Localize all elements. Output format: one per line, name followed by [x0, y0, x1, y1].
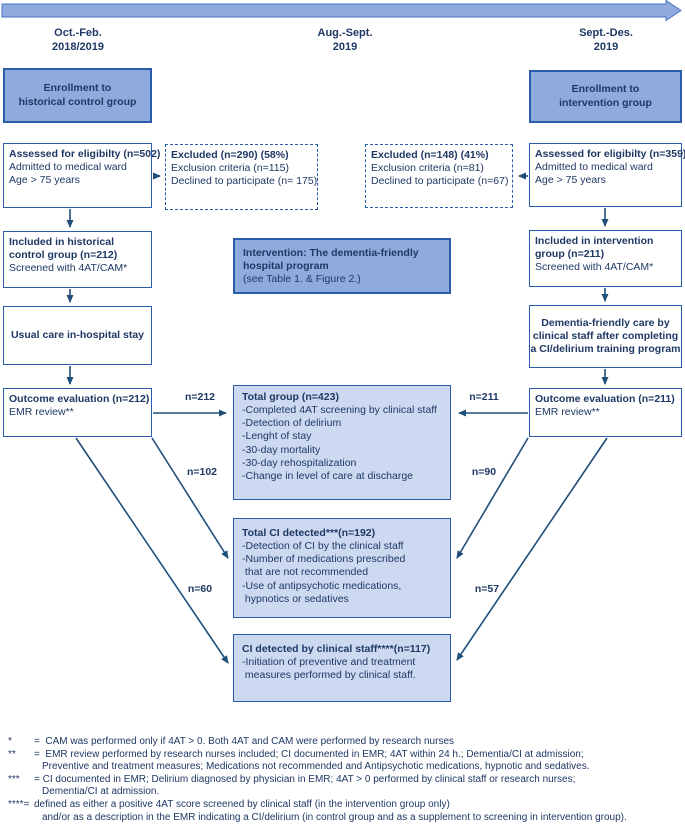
- flow-label-n60: n=60: [187, 583, 213, 595]
- box-line: -Use of antipsychotic medications,: [242, 579, 402, 592]
- box-included-historical: Included in historical control group (n=…: [3, 231, 152, 288]
- flow-label-n212: n=212: [184, 391, 216, 403]
- box-title: group (n=211): [535, 248, 605, 261]
- footnote-text: = CI documented in EMR; Delirium diagnos…: [34, 773, 576, 785]
- footnote-continuation: Preventive and treatment measures; Medic…: [42, 761, 590, 773]
- box-line: Enrollment to: [571, 83, 640, 96]
- timeline-label-line: 2019: [593, 41, 619, 54]
- box-outcome-historical: Outcome evaluation (n=212) EMR review**: [3, 388, 152, 437]
- box-title: Total CI detected***(n=192): [242, 527, 376, 539]
- box-line: -Number of medications prescribed: [242, 553, 406, 566]
- box-line: -30-day rehospitalization: [242, 456, 357, 469]
- box-line: Enrollment to: [43, 82, 112, 95]
- timeline-arrow: [1, 0, 682, 22]
- box-title: control group (n=212): [9, 249, 118, 262]
- box-line: -Lenght of stay: [242, 430, 312, 443]
- footnote-symbol: ***: [8, 773, 20, 785]
- box-line: -Initiation of preventive and treatment: [242, 656, 416, 669]
- box-total-ci-detected: Total CI detected***(n=192) -Detection o…: [233, 518, 451, 618]
- box-dementia-care: Dementia-friendly care by clinical staff…: [529, 305, 682, 368]
- box-assessed-historical: Assessed for eligibilty (n=502) Admitted…: [3, 143, 161, 208]
- box-ci-detected-clinical-staff: CI detected by clinical staff****(n=117)…: [233, 634, 451, 702]
- footnote-text: defined as either a positive 4AT score s…: [34, 798, 450, 810]
- box-line: -Detection of CI by the clinical staff: [242, 540, 404, 553]
- arrow-n90: [456, 437, 529, 559]
- footnote-symbol: *: [8, 736, 12, 747]
- box-title: Total group (n=423): [242, 391, 339, 403]
- flow-label-n90: n=90: [471, 466, 497, 478]
- box-line: clinical staff after completing: [532, 329, 679, 342]
- timeline-label-line: Sept.-Des.: [579, 27, 633, 39]
- box-included-intervention: Included in intervention group (n=211) S…: [529, 230, 682, 287]
- footnote-row: ** = EMR review performed by research nu…: [8, 749, 682, 762]
- footnotes: * = CAM was performed only if 4AT > 0. B…: [8, 736, 682, 824]
- footnote-text: = EMR review performed by research nurse…: [34, 748, 584, 760]
- footnote-symbol: **: [8, 748, 16, 760]
- box-title: Excluded (n=148) (41%): [371, 149, 489, 161]
- box-line: Dementia-friendly care by: [541, 316, 670, 329]
- timeline-label-control: Oct.-Feb. 2018/2019: [18, 26, 138, 55]
- timeline-label-line: Aug.-Sept.: [317, 27, 373, 39]
- box-line: Admitted to medical ward: [9, 161, 127, 174]
- box-excluded-intervention: Excluded (n=148) (41%) Exclusion criteri…: [365, 144, 513, 208]
- timeline-label-line: Oct.-Feb.: [54, 27, 102, 39]
- box-title: Included in intervention: [535, 235, 654, 247]
- box-line: historical control group: [18, 95, 137, 108]
- box-title: Excluded (n=290) (58%): [171, 149, 289, 161]
- flow-label-n211: n=211: [469, 391, 499, 403]
- box-line: Declined to participate (n= 175): [171, 175, 318, 188]
- box-line: EMR review**: [9, 406, 74, 419]
- box-title: Outcome evaluation (n=211): [535, 393, 675, 405]
- box-line: Admitted to medical ward: [535, 161, 653, 174]
- box-enrollment-historical: Enrollment to historical control group: [3, 68, 152, 123]
- box-line: a CI/delirium training program: [530, 343, 681, 356]
- timeline-label-line: 2018/2019: [52, 41, 104, 54]
- footnote-row: *** = CI documented in EMR; Delirium dia…: [8, 774, 682, 787]
- timeline-label-intervention: Sept.-Des. 2019: [546, 26, 666, 55]
- box-title: hospital program: [243, 260, 329, 273]
- footnote-row: * = CAM was performed only if 4AT > 0. B…: [8, 736, 682, 749]
- footnote-text: = CAM was performed only if 4AT > 0. Bot…: [34, 736, 454, 747]
- box-line: Declined to participate (n=67): [371, 175, 509, 188]
- footnote-continuation: Dementia/CI at admission.: [42, 786, 160, 798]
- footnote-continuation: and/or as a description in the EMR indic…: [42, 811, 627, 823]
- box-line: Exclusion criteria (n=81): [371, 162, 484, 175]
- box-outcome-intervention: Outcome evaluation (n=211) EMR review**: [529, 388, 682, 437]
- box-line: that are not recommended: [242, 566, 369, 579]
- box-title: Assessed for eligibilty (n=502): [9, 148, 161, 160]
- footnote-symbol: ****=: [8, 798, 30, 810]
- box-title: CI detected by clinical staff****(n=117): [242, 643, 431, 655]
- box-line: Screened with 4AT/CAM*: [535, 261, 654, 274]
- box-line: intervention group: [559, 96, 652, 109]
- box-assessed-intervention: Assessed for eligibilty (n=359) Admitted…: [529, 143, 685, 207]
- box-title: Included in historical: [9, 236, 115, 248]
- box-line: (see Table 1. & Figure 2.): [243, 273, 361, 286]
- box-line: Age > 75 years: [9, 174, 80, 187]
- box-intervention-program: Intervention: The dementia-friendly hosp…: [233, 238, 451, 294]
- box-line: -30-day mortality: [242, 443, 321, 456]
- box-line: Screened with 4AT/CAM*: [9, 262, 128, 275]
- box-title: Intervention: The dementia-friendly: [243, 247, 419, 259]
- box-line: -Completed 4AT screening by clinical sta…: [242, 404, 437, 417]
- flow-label-n102: n=102: [186, 466, 218, 478]
- box-line: -Detection of delirium: [242, 417, 342, 430]
- box-usual-care: Usual care in-hospital stay: [3, 306, 152, 365]
- arrow-n102: [151, 437, 229, 559]
- box-line: Exclusion criteria (n=115): [171, 162, 289, 175]
- box-line: EMR review**: [535, 406, 600, 419]
- timeline-label-middle: Aug.-Sept. 2019: [285, 26, 405, 55]
- box-line: measures performed by clinical staff.: [242, 669, 416, 682]
- box-total-group: Total group (n=423) -Completed 4AT scree…: [233, 385, 451, 500]
- box-title: Assessed for eligibilty (n=359): [535, 148, 685, 160]
- timeline-label-line: 2019: [332, 41, 358, 54]
- footnote-row: ****= defined as either a positive 4AT s…: [8, 799, 682, 812]
- box-line: hypnotics or sedatives: [242, 592, 349, 605]
- box-enrollment-intervention: Enrollment to intervention group: [529, 70, 682, 123]
- box-excluded-historical: Excluded (n=290) (58%) Exclusion criteri…: [165, 144, 318, 210]
- box-line: Usual care in-hospital stay: [10, 328, 145, 341]
- box-title: Outcome evaluation (n=212): [9, 393, 150, 405]
- box-line: -Change in level of care at discharge: [242, 469, 414, 482]
- flow-label-n57: n=57: [474, 583, 500, 595]
- box-line: Age > 75 years: [535, 174, 606, 187]
